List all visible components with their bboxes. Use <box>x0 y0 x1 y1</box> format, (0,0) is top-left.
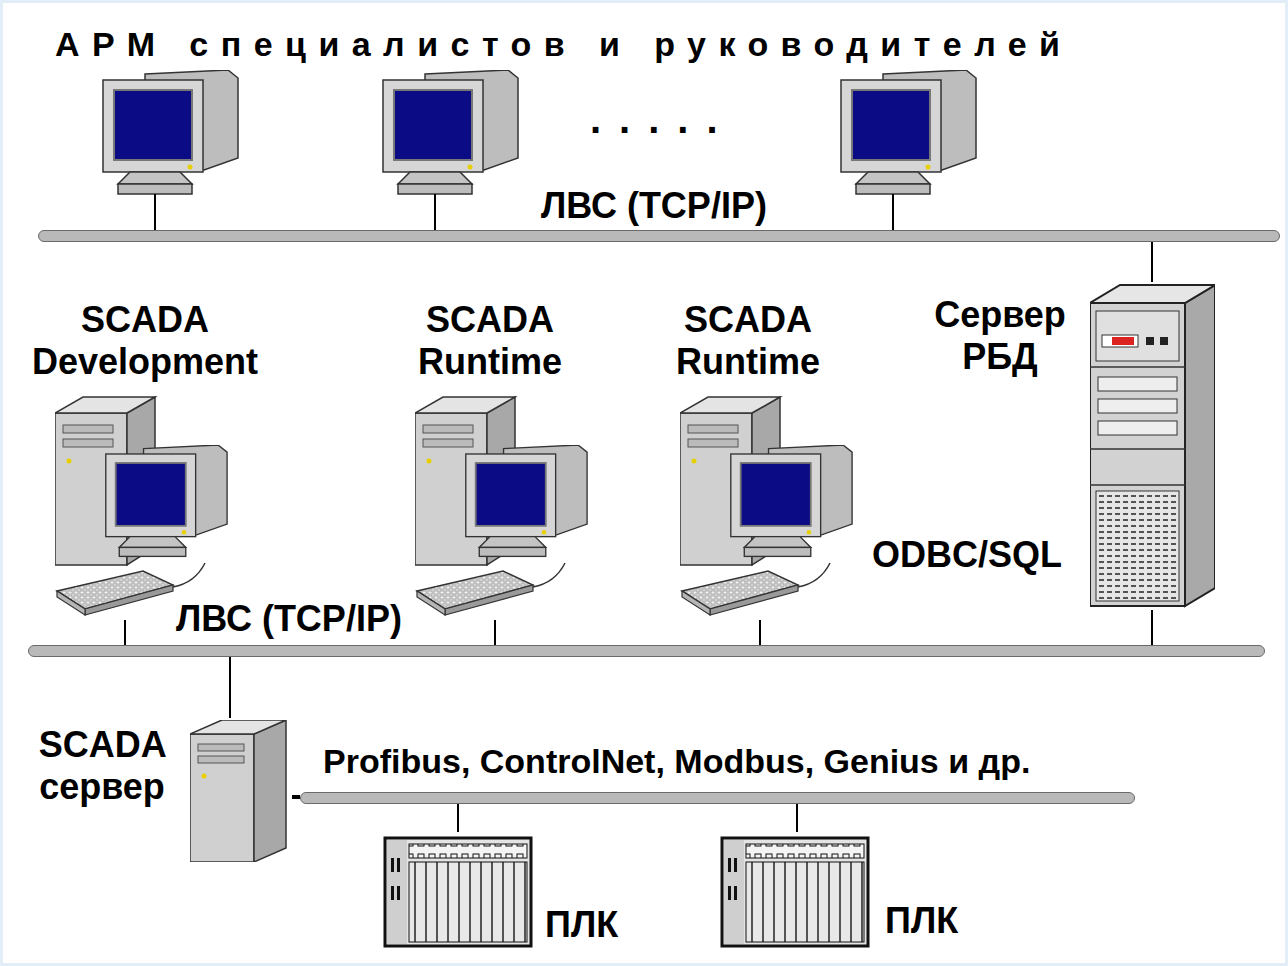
node-label: ПЛК <box>545 904 618 946</box>
bus-drop-line <box>796 804 798 832</box>
bus-drop-line <box>457 804 459 832</box>
workstation-icons <box>55 397 852 615</box>
bus-drop-line <box>1151 242 1153 282</box>
plc-icon <box>722 838 868 946</box>
bus-drop-line <box>494 620 496 645</box>
scada-server-icon <box>190 720 286 862</box>
ellipsis-text: ..... <box>590 96 736 143</box>
bus-drop-line <box>1151 610 1153 645</box>
bus-drop-line <box>124 620 126 645</box>
network-bus: ЛВС (TCP/IP) <box>28 645 1265 657</box>
workstation-node: SCADA Runtime <box>672 295 862 620</box>
node-label: ПЛК <box>885 900 958 942</box>
node-label: Сервер РБД <box>934 294 1066 379</box>
fieldbus: Profibus, ControlNet, Modbus, Genius и д… <box>300 792 1135 804</box>
bus-label: Profibus, ControlNet, Modbus, Genius и д… <box>323 741 1030 781</box>
node-label: SCADA Runtime <box>676 299 820 384</box>
plc-node: ПЛК <box>715 832 970 954</box>
node-label: SCADA Development <box>32 299 258 384</box>
interface-label: ODBC/SQL <box>872 534 1062 576</box>
node-label: SCADA Runtime <box>418 299 562 384</box>
plc-icon <box>385 838 531 946</box>
heading-text: АРМ специалистов и руководителей <box>55 24 1072 64</box>
node-label: SCADA сервер <box>39 724 166 809</box>
workstation-node: SCADA Runtime <box>405 295 595 620</box>
operator-monitors <box>103 70 976 230</box>
scada-server-node: SCADA сервер <box>30 718 292 863</box>
bus-drop-line <box>759 620 761 645</box>
bus-drop-line <box>292 795 300 799</box>
bus-drop-line <box>229 657 231 718</box>
bus-label: ЛВС (TCP/IP) <box>541 185 767 227</box>
plc-node: ПЛК <box>380 832 630 954</box>
db-server-node: Сервер РБД ODBC/SQL <box>870 282 1218 610</box>
db-server-icon <box>1090 285 1215 606</box>
network-bus: ЛВС (TCP/IP) <box>38 230 1280 242</box>
bus-label: ЛВС (TCP/IP) <box>176 598 402 640</box>
workstation-node: SCADA Development <box>15 295 277 620</box>
